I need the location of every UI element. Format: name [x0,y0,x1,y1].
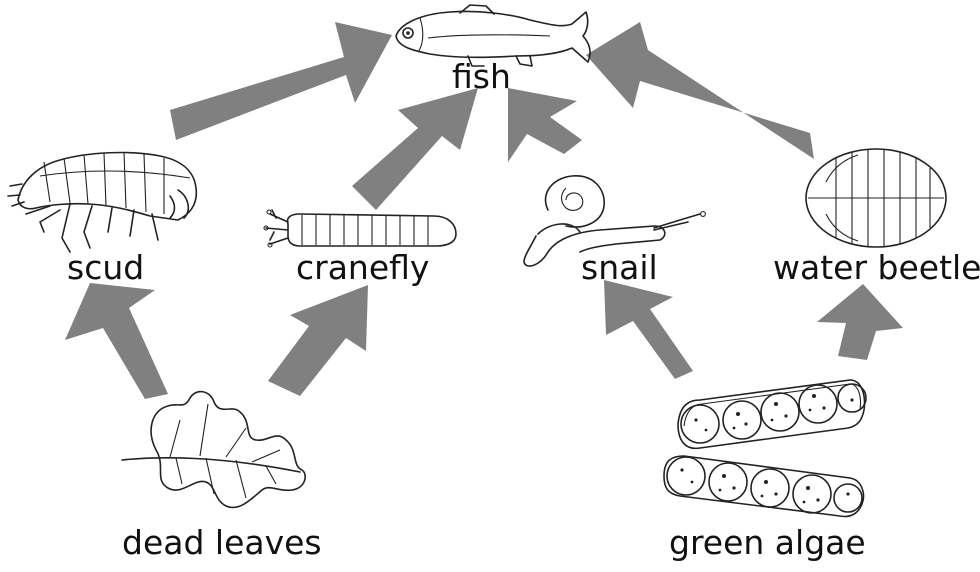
dead-leaf-illustration [122,392,305,508]
green-algae-illustration [664,380,866,517]
snail-label: snail [581,248,658,287]
arrow-deadleaves-to-cranefly [268,285,368,396]
water-beetle-label: water beetle [773,248,980,287]
arrow-greenalgae-to-snail [604,280,693,379]
arrow-snail-to-fish [508,88,582,162]
arrow-deadleaves-to-scud [65,283,168,399]
scud-label: scud [67,248,144,287]
algae-chloroplast-dots [680,394,853,503]
arrow-scud-to-fish [170,22,392,140]
fish-label: fish [452,57,511,96]
scud-illustration [8,152,196,252]
cranefly-illustration [264,210,456,247]
green-algae-label: green algae [669,523,866,562]
arrow-waterbeetle-to-fish [586,22,814,159]
dead-leaves-label: dead leaves [122,523,322,562]
arrow-cranefly-to-fish [352,88,478,210]
cranefly-label: cranefly [296,248,429,287]
water-beetle-illustration [806,149,946,247]
arrow-greenalgae-to-waterbeetle [817,284,903,360]
